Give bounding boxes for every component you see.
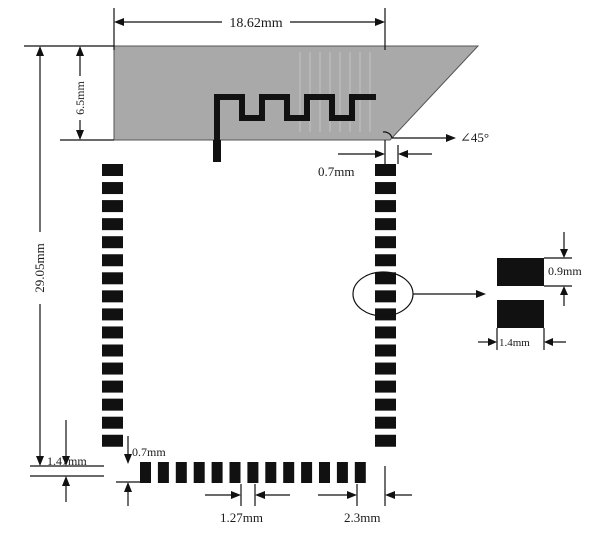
- bottom-pad: [175, 462, 187, 483]
- left-pad: [102, 290, 123, 303]
- detail-pad-bottom: [497, 300, 544, 328]
- pad-pitch-label: 1.27mm: [220, 510, 263, 525]
- dim-bottom-gap: 0.7mm: [116, 436, 166, 506]
- right-pad: [375, 308, 396, 321]
- pad-detail-callout: 0.9mm 1.4mm: [352, 232, 582, 350]
- left-pad: [102, 218, 123, 231]
- bottom-pad: [157, 462, 169, 483]
- dim-module-width: 18.62mm: [113, 8, 386, 50]
- right-pad: [375, 200, 396, 213]
- pad-width-label: 1.4mm: [499, 337, 530, 349]
- bottom-pad: [265, 462, 277, 483]
- chamfer-angle-label: ∠45°: [460, 130, 489, 145]
- antenna-feed: [213, 140, 221, 162]
- dim-bottom-row-offset: 1.47mm: [30, 420, 104, 502]
- right-pad: [375, 416, 396, 429]
- left-pad: [102, 308, 123, 321]
- left-pad: [102, 380, 123, 393]
- right-pad: [375, 380, 396, 393]
- antenna-area: [113, 45, 480, 141]
- right-pad: [375, 236, 396, 249]
- right-pad: [375, 434, 396, 447]
- left-pad: [102, 254, 123, 267]
- dim-pad-pitch: 1.27mm: [205, 484, 290, 525]
- bottom-pad: [140, 462, 151, 483]
- bottom-pad: [211, 462, 223, 483]
- bottom-pad: [336, 462, 348, 483]
- bottom-pad: [247, 462, 259, 483]
- left-pad: [102, 344, 123, 357]
- right-pad: [375, 362, 396, 375]
- left-pad: [102, 362, 123, 375]
- dim-corner-offset: 2.3mm: [318, 466, 412, 525]
- bottom-pad: [301, 462, 313, 483]
- antenna-height-label: 6.5mm: [73, 81, 87, 115]
- antenna-trace: [214, 94, 376, 160]
- bottom-row-offset-label: 1.47mm: [47, 454, 87, 468]
- right-pad: [375, 218, 396, 231]
- corner-offset-label: 2.3mm: [344, 510, 380, 525]
- right-pad: [375, 254, 396, 267]
- dim-module-height: 29.05mm: [24, 45, 104, 467]
- left-pad: [102, 416, 123, 429]
- bottom-pad-row: [140, 462, 366, 483]
- left-pad: [102, 272, 123, 285]
- bottom-pad: [283, 462, 295, 483]
- left-pad-column: [102, 164, 123, 447]
- left-pad: [102, 200, 123, 213]
- left-pad: [102, 236, 123, 249]
- detail-pad-top: [497, 258, 544, 286]
- right-pad: [375, 182, 396, 195]
- left-pad: [102, 398, 123, 411]
- right-pad: [375, 344, 396, 357]
- right-pad: [375, 164, 396, 176]
- dim-chamfer-angle: ∠45°: [382, 130, 489, 145]
- right-pad-column: [375, 164, 396, 447]
- bottom-pad: [319, 462, 330, 483]
- right-pad: [375, 326, 396, 339]
- edge-offset-right-label: 0.7mm: [318, 164, 354, 179]
- left-pad: [102, 434, 123, 447]
- right-pad: [375, 290, 396, 303]
- left-pad: [102, 182, 123, 195]
- bottom-pad: [229, 462, 241, 483]
- bottom-gap-label: 0.7mm: [132, 445, 166, 459]
- module-height-label: 29.05mm: [32, 243, 47, 292]
- bottom-pad: [193, 462, 205, 483]
- dim-edge-offset-right: 0.7mm: [318, 140, 432, 179]
- antenna-texture: [299, 52, 371, 132]
- bottom-pad: [354, 462, 366, 483]
- left-pad: [102, 164, 123, 176]
- pad-height-label: 0.9mm: [548, 264, 582, 278]
- right-pad: [375, 398, 396, 411]
- dim-antenna-height: 6.5mm: [60, 45, 114, 141]
- left-pad: [102, 326, 123, 339]
- module-width-label: 18.62mm: [229, 16, 282, 31]
- right-pad: [375, 272, 396, 285]
